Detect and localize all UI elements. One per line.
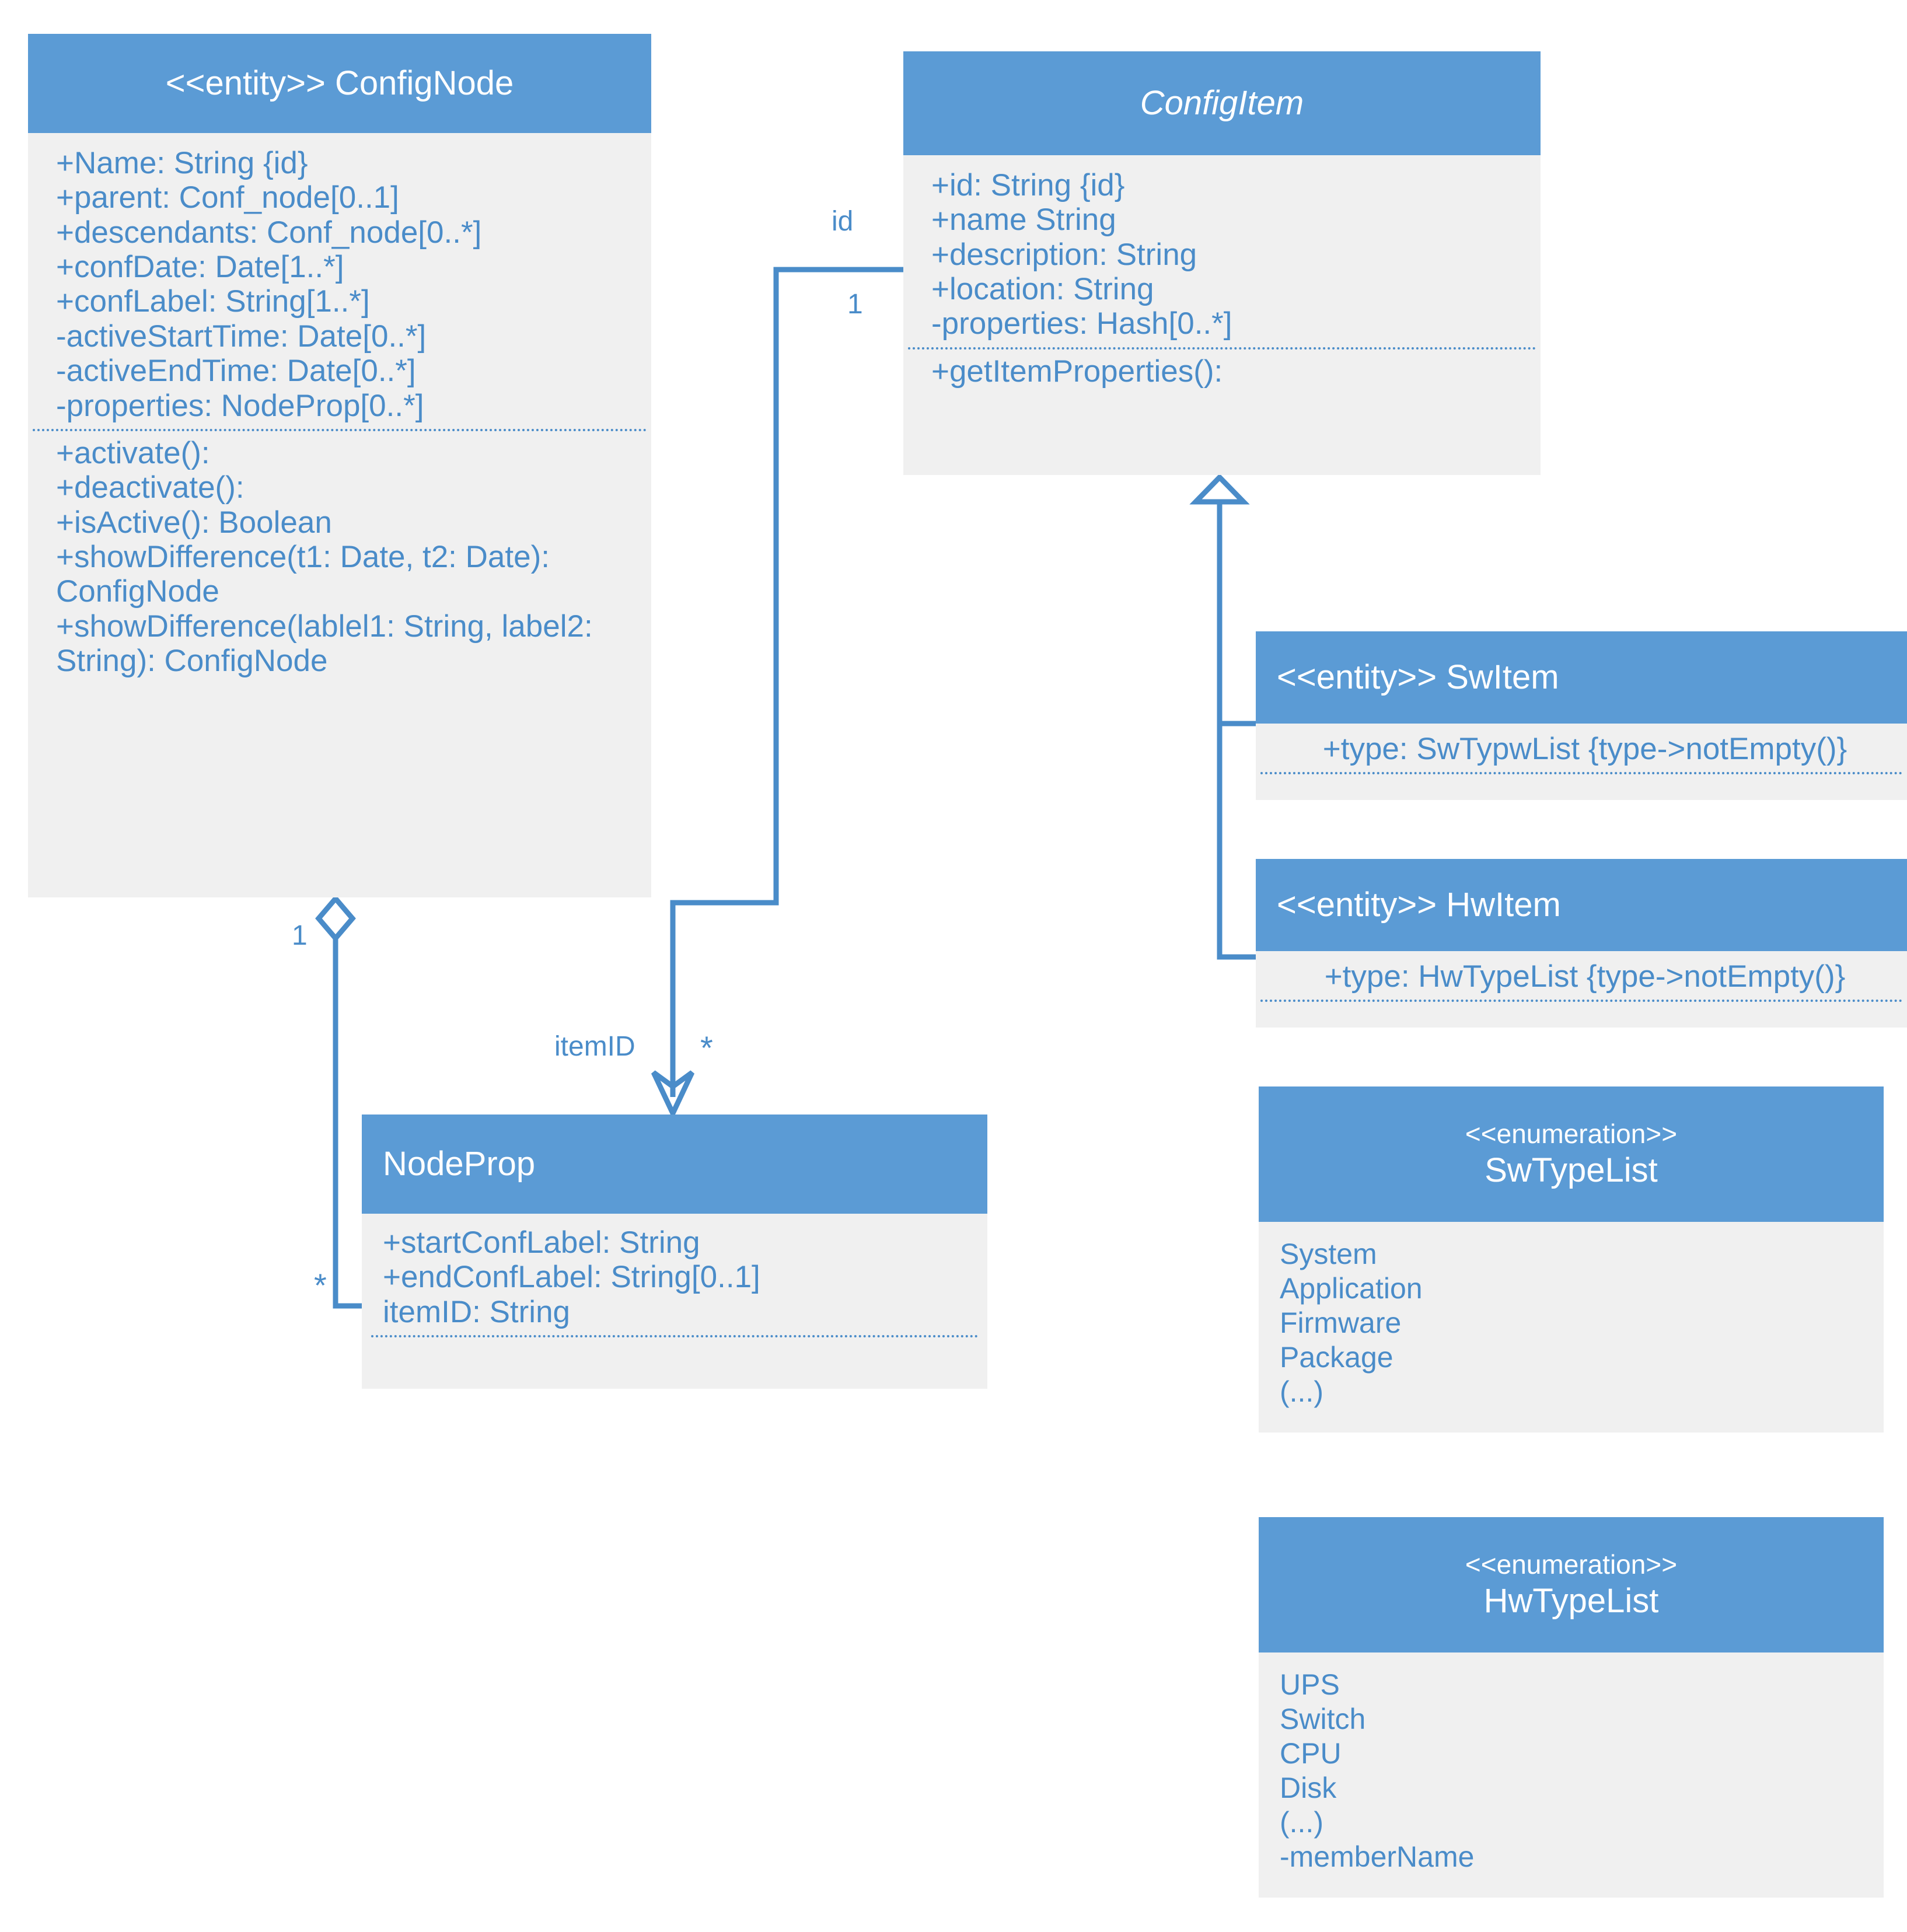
operation-row: +activate(): [56,435,210,470]
connector-generalization-to-configitem [1189,473,1256,960]
class-title-confignode: <<entity>> ConfigNode [165,64,514,102]
connector-label-aggregation-star: * [314,1267,327,1304]
class-header-switem: <<entity>> SwItem [1256,631,1907,724]
enum-literal-row: (...) [1280,1806,1323,1839]
enum-literal-row: System [1280,1238,1377,1270]
enum-name-hwtypelist: HwTypeList [1483,1581,1659,1620]
operation-row: +showDifference(t1: Date, t2: Date): Con… [56,539,558,609]
attribute-row: +location: String [931,272,1154,307]
class-body-hwitem: +type: HwTypeList {type->notEmpty()} [1256,951,1907,1028]
attribute-row: +confDate: Date[1..*] [56,250,344,285]
class-box-hwitem[interactable]: <<entity>> HwItem +type: HwTypeList {typ… [1256,859,1907,1028]
compartment-divider [1260,772,1902,775]
enum-box-hwtypelist[interactable]: <<enumeration>> HwTypeList UPS Switch CP… [1259,1517,1884,1898]
attribute-row: +confLabel: String[1..*] [56,284,370,319]
class-title-hwitem: <<entity>> HwItem [1277,885,1561,924]
enum-literal-row: Switch [1280,1703,1366,1735]
attribute-row: -properties: NodeProp[0..*] [56,388,424,423]
connector-label-aggregation-one: 1 [292,920,308,951]
enum-name-swtypelist: SwTypeList [1485,1151,1658,1189]
enum-stereotype-hwtypelist: <<enumeration>> [1465,1549,1678,1580]
connector-label-source-multiplicity-one: 1 [847,289,863,320]
enum-literal-row: (...) [1280,1375,1323,1408]
attribute-row: +startConfLabel: String [383,1225,700,1260]
enum-literal-row: Firmware [1280,1306,1402,1339]
class-box-switem[interactable]: <<entity>> SwItem +type: SwTypwList {typ… [1256,631,1907,801]
class-header-confignode: <<entity>> ConfigNode [28,34,651,133]
enum-stereotype-swtypelist: <<enumeration>> [1465,1118,1678,1149]
class-box-nodeprop[interactable]: NodeProp +startConfLabel: String +endCon… [362,1115,987,1389]
attribute-row: +endConfLabel: String[0..1] [383,1260,760,1295]
attribute-row: +type: SwTypwList {type->notEmpty()} [1322,732,1847,766]
class-title-switem: <<entity>> SwItem [1277,658,1559,696]
operation-row: +showDifference(lablel1: String, label2:… [56,609,602,679]
enum-literal-row: Disk [1280,1772,1337,1804]
operation-row: +deactivate(): [56,470,245,505]
class-box-confignode[interactable]: <<entity>> ConfigNode +Name: String {id}… [28,34,651,897]
class-box-configitem[interactable]: ConfigItem +id: String {id} +name String… [903,51,1541,475]
class-title-nodeprop: NodeProp [383,1144,536,1183]
enum-literal-row: -memberName [1280,1840,1475,1873]
attribute-row: -activeEndTime: Date[0..*] [56,354,416,389]
attribute-row: +description: String [931,237,1197,272]
enum-literal-row: CPU [1280,1737,1342,1770]
operation-row: +getItemProperties(): [931,354,1223,389]
enum-literal-row: Application [1280,1272,1423,1305]
attribute-row: -activeStartTime: Date[0..*] [56,319,427,354]
attribute-row: +name String [931,202,1116,237]
class-body-nodeprop: +startConfLabel: String +endConfLabel: S… [362,1214,987,1389]
attribute-row: -properties: Hash[0..*] [931,306,1232,341]
class-body-switem: +type: SwTypwList {type->notEmpty()} [1256,724,1907,801]
class-title-configitem: ConfigItem [1140,83,1304,122]
operation-row: +isActive(): Boolean [56,505,332,540]
attribute-row: +type: HwTypeList {type->notEmpty()} [1324,959,1846,994]
enum-box-swtypelist[interactable]: <<enumeration>> SwTypeList System Applic… [1259,1086,1884,1433]
class-header-nodeprop: NodeProp [362,1115,987,1214]
enum-header-hwtypelist: <<enumeration>> HwTypeList [1259,1517,1884,1652]
connector-label-itemid: itemID [554,1031,635,1062]
class-header-hwitem: <<entity>> HwItem [1256,859,1907,951]
compartment-divider [1260,1000,1902,1002]
enum-literal-row: Package [1280,1341,1393,1374]
compartment-divider [908,347,1536,350]
class-body-confignode: +Name: String {id} +parent: Conf_node[0.… [28,133,651,897]
enum-header-swtypelist: <<enumeration>> SwTypeList [1259,1086,1884,1222]
attribute-row: +Name: String {id} [56,146,308,180]
attribute-row: +id: String {id} [931,168,1125,202]
attribute-row: itemID: String [383,1294,571,1329]
enum-body-hwtypelist: UPS Switch CPU Disk (...) -memberName [1259,1652,1884,1898]
attribute-row: +descendants: Conf_node[0..*] [56,215,482,250]
compartment-divider [371,1335,978,1338]
enum-literal-row: UPS [1280,1668,1340,1701]
enum-body-swtypelist: System Application Firmware Package (...… [1259,1222,1884,1433]
connector-label-id: id [832,206,854,237]
connector-confignode-to-nodeprop [315,895,362,1309]
compartment-divider [33,428,647,431]
class-body-configitem: +id: String {id} +name String +descripti… [903,155,1541,475]
attribute-row: +parent: Conf_node[0..1] [56,180,399,215]
connector-configitem-to-nodeprop [651,267,903,1120]
class-header-configitem: ConfigItem [903,51,1541,155]
connector-label-target-multiplicity-star: * [700,1029,713,1066]
